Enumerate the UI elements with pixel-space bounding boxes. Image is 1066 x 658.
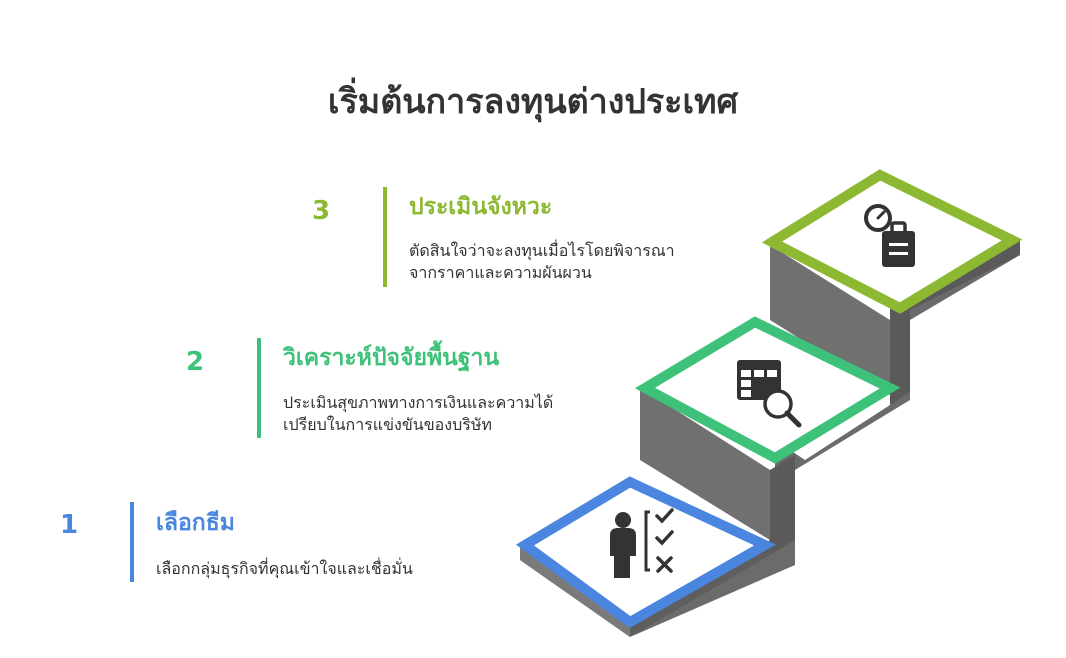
step-3-description: ตัดสินใจว่าจะลงทุนเมื่อไรโดยพิจารณา จากร… — [409, 240, 675, 284]
stair-wall-2-face — [890, 310, 910, 405]
stair-riser-left — [520, 545, 630, 637]
step-3-heading: ประเมินจังหวะ — [409, 194, 553, 220]
step-3-bar — [383, 187, 387, 287]
clock-briefcase-icon — [864, 204, 915, 267]
stair-wall-2 — [770, 245, 890, 395]
page-title: เริ่มต้นการลงทุนต่างประเทศ — [327, 82, 739, 122]
step-2-description: ประเมินสุขภาพทางการเงินและความได้ เปรียบ… — [283, 392, 553, 436]
step-1-heading: เลือกธีม — [156, 510, 235, 536]
step-2-description-line-2: เปรียบในการแข่งขันของบริษัท — [283, 415, 492, 434]
stair-wall-1 — [640, 390, 770, 540]
step-1-number: 1 — [60, 510, 79, 540]
step-2-number: 2 — [186, 347, 205, 377]
step-3-description-line-2: จากราคาและความผันผวน — [409, 263, 592, 282]
step-3-number: 3 — [312, 196, 331, 226]
step-3-description-line-1: ตัดสินใจว่าจะลงทุนเมื่อไรโดยพิจารณา — [409, 241, 675, 260]
step-1-description-line-1: เลือกกลุ่มธุรกิจที่คุณเข้าใจและเชื่อมั่น — [156, 559, 413, 578]
table-search-icon — [737, 360, 802, 428]
step-2-description-line-1: ประเมินสุขภาพทางการเงินและความได้ — [283, 393, 554, 412]
step-2-bar — [257, 338, 261, 438]
step-1-description: เลือกกลุ่มธุรกิจที่คุณเข้าใจและเชื่อมั่น — [156, 558, 413, 580]
step-1-bar — [130, 502, 134, 582]
person-checklist-icon — [610, 508, 674, 578]
step-2-heading: วิเคราะห์ปัจจัยพื้นฐาน — [283, 345, 500, 371]
stair-wall-1-face — [770, 455, 795, 555]
